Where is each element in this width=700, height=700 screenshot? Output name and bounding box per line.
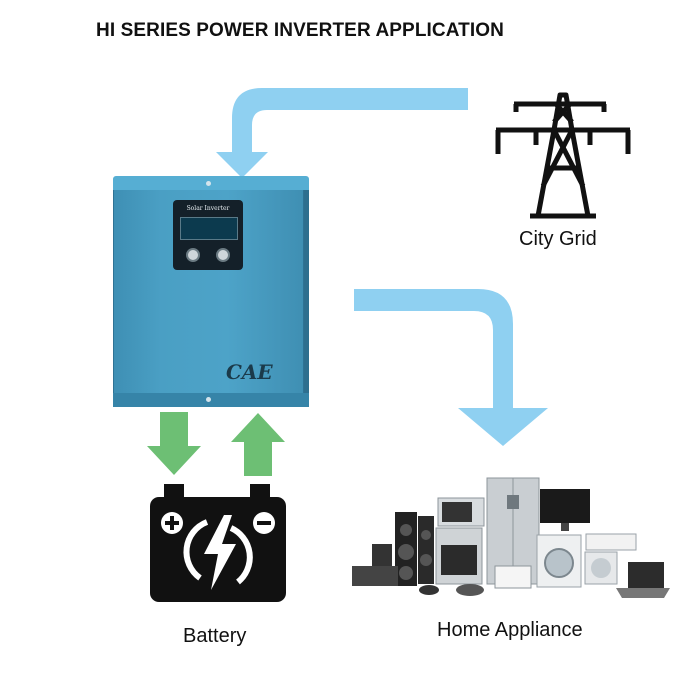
city-grid-label: City Grid: [519, 228, 597, 250]
inverter-lcd: [180, 217, 238, 240]
inverter-knob-left: [186, 248, 200, 262]
inverter-panel-text: Solar Inverter: [186, 205, 230, 212]
home-appliance-label: Home Appliance: [437, 619, 583, 641]
inverter-knob-right: [216, 248, 230, 262]
diagram-title: HI SERIES POWER INVERTER APPLICATION: [96, 20, 504, 41]
battery-label: Battery: [183, 625, 247, 647]
inverter-brand-logo: CAE: [226, 360, 273, 384]
